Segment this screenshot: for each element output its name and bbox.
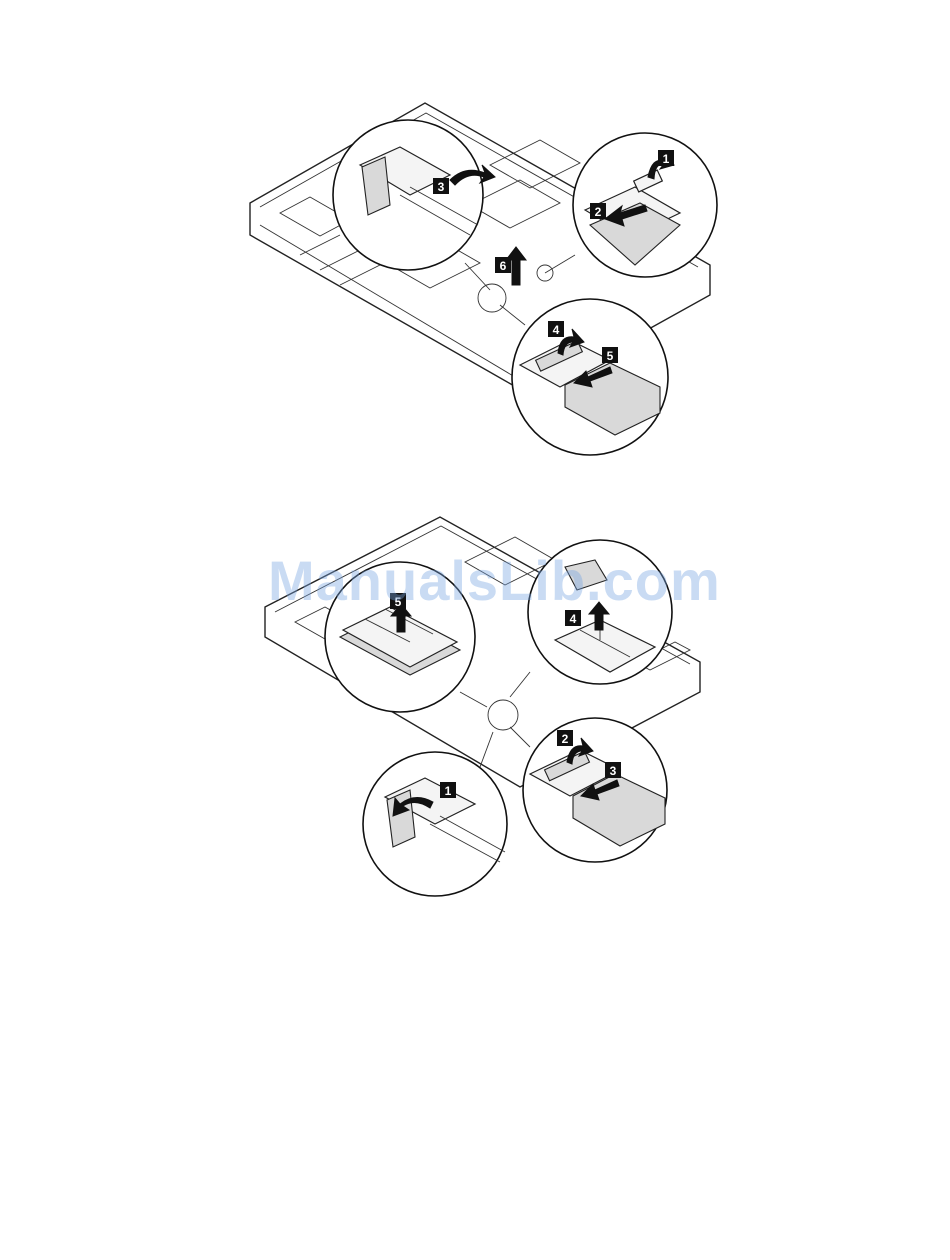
svg-text:6: 6 bbox=[500, 259, 507, 273]
svg-text:2: 2 bbox=[562, 732, 569, 746]
watermark: ManualsLib.com bbox=[268, 548, 721, 613]
step-badge-3: 3 bbox=[433, 178, 449, 194]
step-badge-5: 5 bbox=[602, 347, 618, 363]
figure-1-illustration: 1 2 3 4 5 6 bbox=[240, 95, 720, 460]
step-badge-4: 4 bbox=[548, 321, 564, 337]
step-badge-6: 6 bbox=[495, 257, 511, 273]
svg-text:4: 4 bbox=[570, 612, 577, 626]
svg-text:1: 1 bbox=[663, 152, 670, 166]
figure-disconnect-cables: 1 2 3 4 5 6 bbox=[240, 95, 720, 460]
step-badge-1: 1 bbox=[658, 150, 674, 166]
step-badge-2: 2 bbox=[590, 203, 606, 219]
step-badge-2: 2 bbox=[557, 730, 573, 746]
step-badge-1: 1 bbox=[440, 782, 456, 798]
svg-text:1: 1 bbox=[445, 784, 452, 798]
svg-text:4: 4 bbox=[553, 323, 560, 337]
svg-text:2: 2 bbox=[595, 205, 602, 219]
svg-text:3: 3 bbox=[438, 180, 445, 194]
svg-text:3: 3 bbox=[610, 764, 617, 778]
svg-text:5: 5 bbox=[607, 349, 614, 363]
step-badge-3: 3 bbox=[605, 762, 621, 778]
